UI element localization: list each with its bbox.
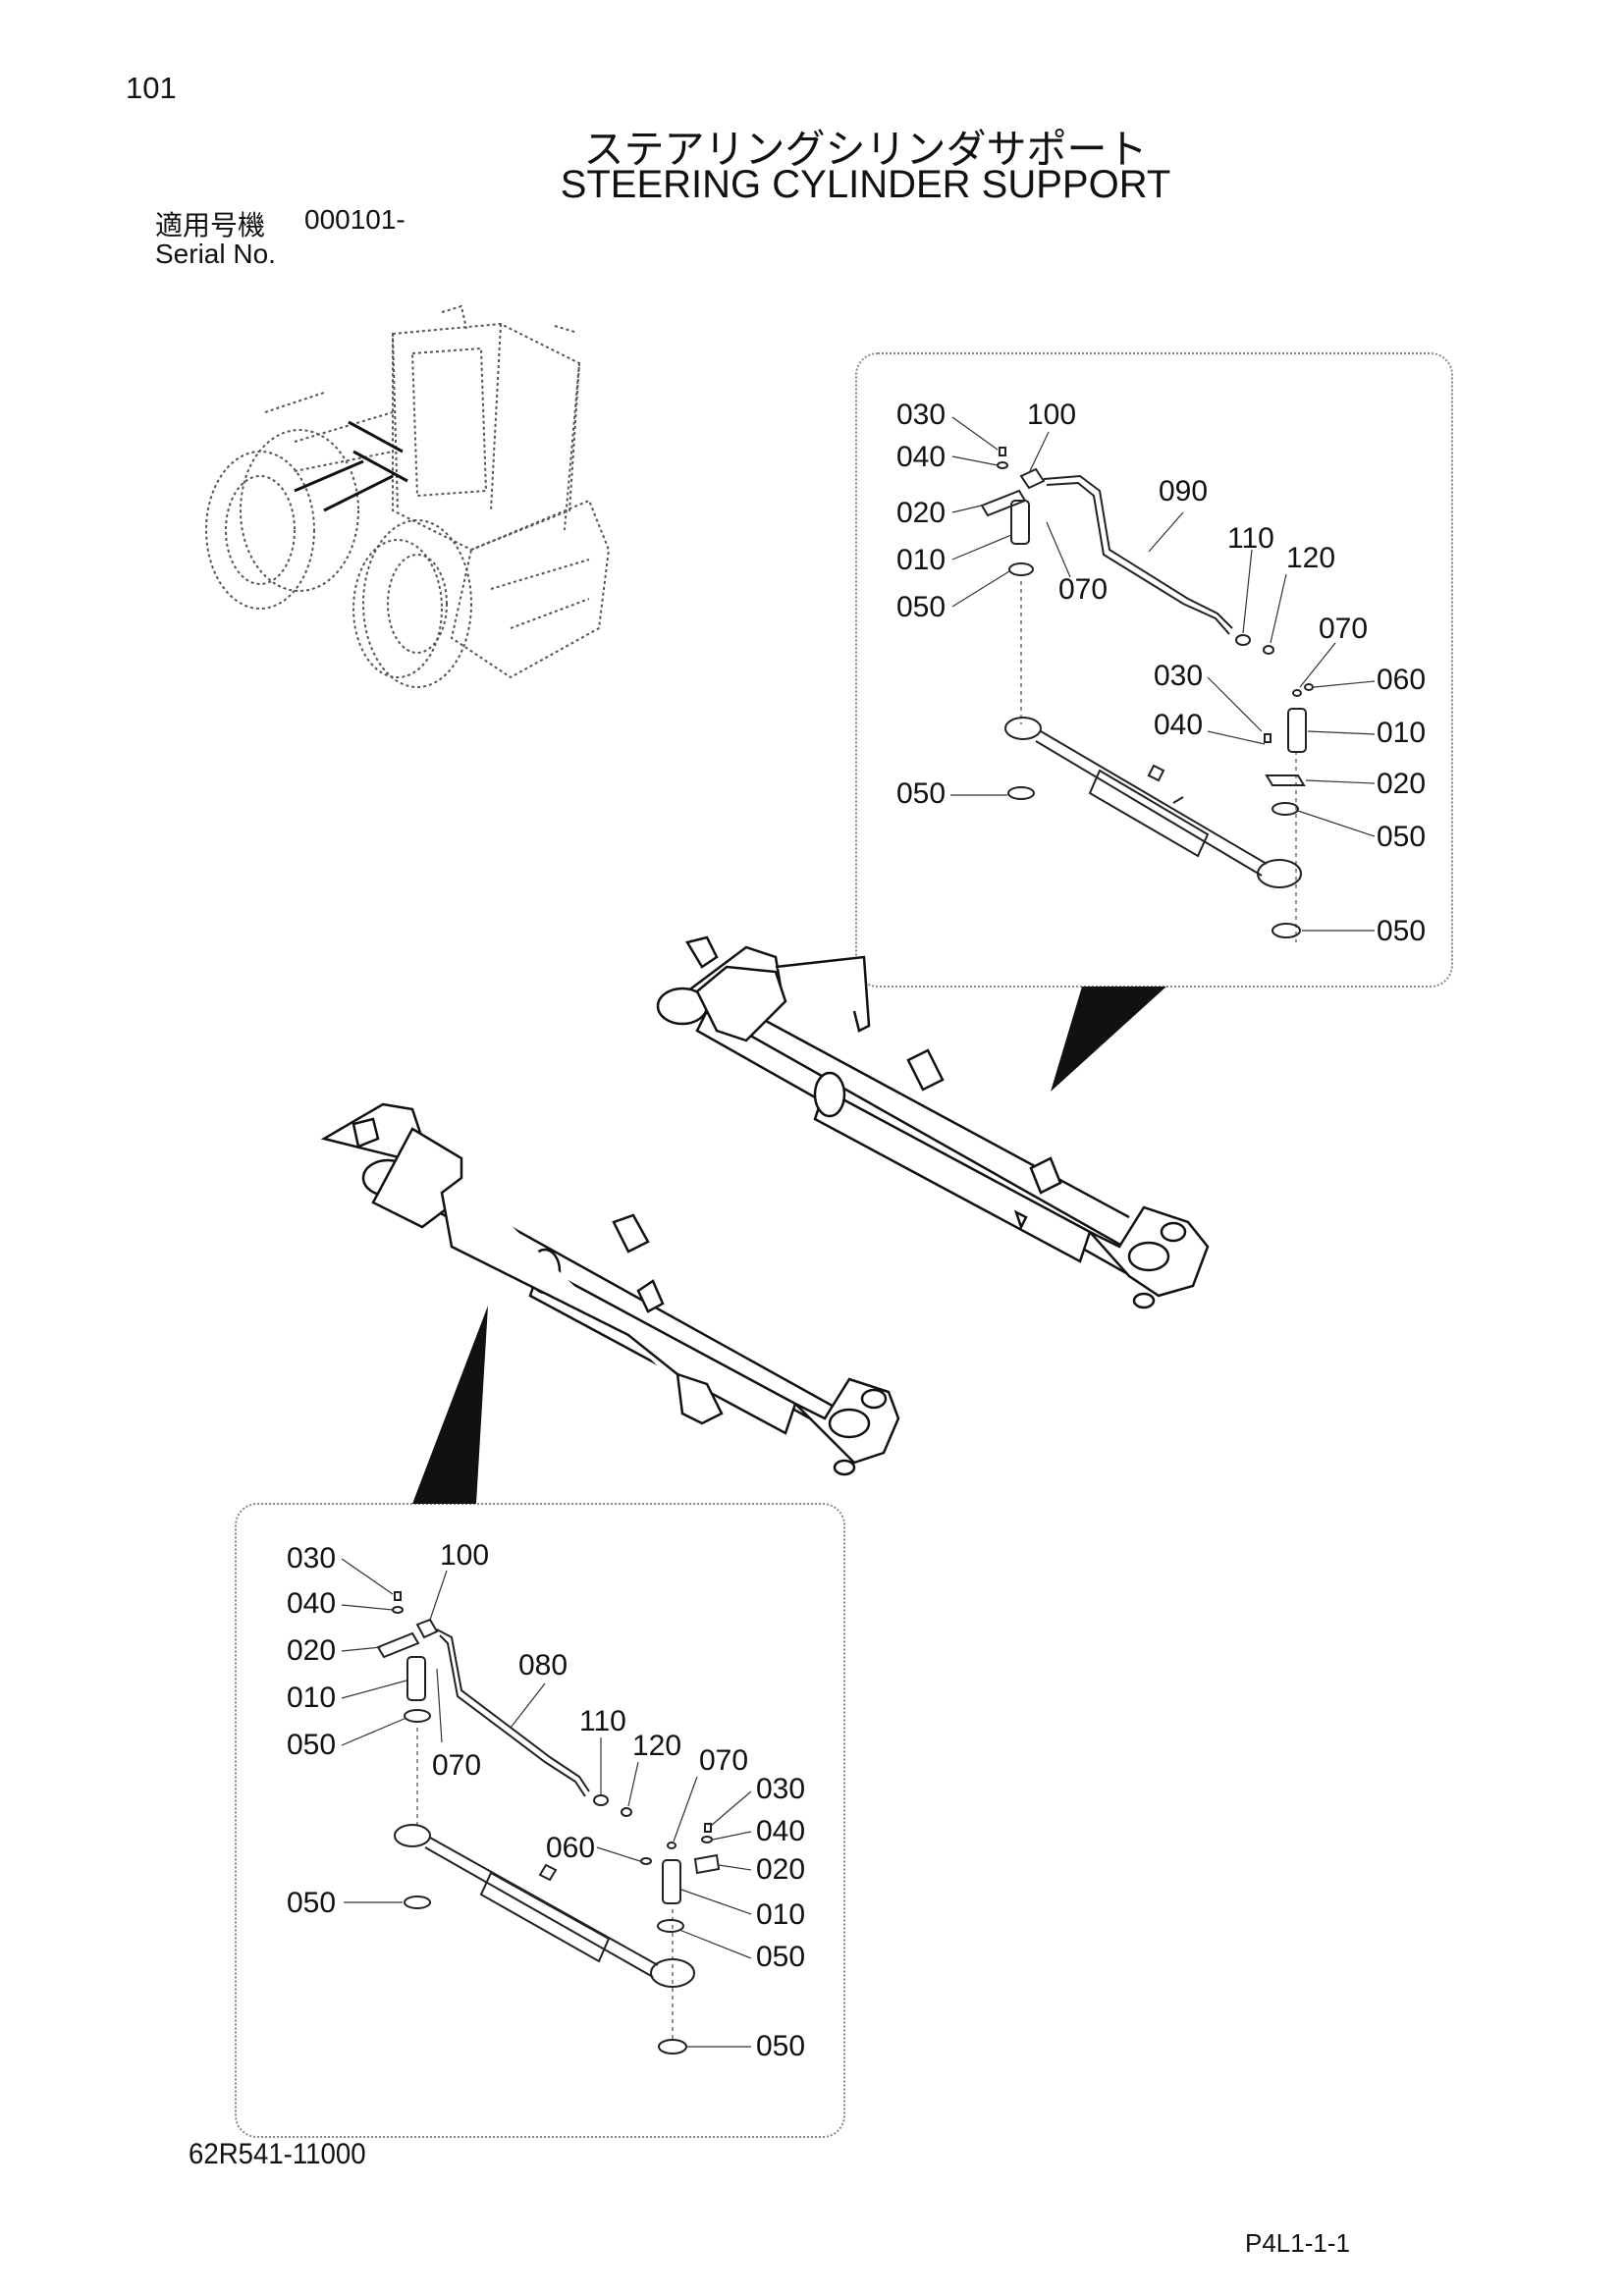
callout-050: 050 — [1377, 915, 1426, 947]
callout-020: 020 — [287, 1634, 336, 1667]
callout-120: 120 — [1286, 542, 1335, 574]
detail-box-top — [855, 352, 1453, 988]
callout-060: 060 — [1377, 664, 1426, 696]
overview-highlight-cylinders — [294, 420, 408, 512]
callout-110: 110 — [579, 1705, 626, 1737]
callout-050: 050 — [756, 1941, 805, 1973]
serial-number-value: 000101- — [304, 204, 406, 235]
callout-020: 020 — [896, 497, 946, 529]
part-number: 62R541-11000 — [189, 2138, 366, 2170]
callout-100: 100 — [1027, 399, 1076, 431]
serial-label-japanese: 適用号機 — [155, 209, 266, 241]
callout-120: 120 — [632, 1730, 681, 1762]
callout-020: 020 — [756, 1853, 805, 1886]
detail-bottom-drawing — [376, 1591, 721, 2055]
callout-040: 040 — [756, 1815, 805, 1847]
callout-050: 050 — [287, 1887, 336, 1919]
callout-030: 030 — [287, 1542, 336, 1575]
serial-label-english: Serial No. — [155, 239, 276, 269]
callout-070: 070 — [1319, 613, 1368, 645]
callout-100: 100 — [440, 1539, 489, 1572]
detail-top-drawing — [980, 447, 1314, 942]
callout-110: 110 — [1227, 522, 1274, 555]
callouts-bottom: 030 040 020 010 050 100 080 070 110 120 … — [287, 1539, 805, 2062]
callout-040: 040 — [1154, 709, 1203, 741]
callout-050: 050 — [756, 2030, 805, 2062]
callout-010: 010 — [1377, 717, 1426, 749]
callout-040: 040 — [287, 1587, 336, 1620]
callouts-top: 030 040 020 010 050 100 090 070 110 120 … — [896, 399, 1426, 947]
page-code: P4L1-1-1 — [1245, 2228, 1350, 2258]
pointer-wedge-top — [1051, 987, 1166, 1092]
pointer-wedge-bottom — [412, 1306, 488, 1504]
callout-010: 010 — [756, 1898, 805, 1931]
callout-070: 070 — [1058, 573, 1108, 606]
steering-cylinder-assembly-upper — [656, 935, 1210, 1309]
callout-050: 050 — [896, 777, 946, 810]
steering-cylinder-assembly-lower — [320, 1102, 900, 1476]
wheel-loader-overview — [205, 304, 611, 688]
detail-box-bottom — [235, 1503, 845, 2138]
callout-070: 070 — [699, 1744, 748, 1777]
callout-030: 030 — [896, 399, 946, 431]
leader-lines-bottom — [341, 1558, 752, 2048]
callout-010: 010 — [896, 544, 946, 576]
callout-050: 050 — [896, 591, 946, 623]
leader-lines-top — [950, 416, 1376, 932]
callout-090: 090 — [1159, 475, 1208, 507]
page-title-japanese: ステアリングシリンダサポート — [583, 126, 1148, 173]
callout-070: 070 — [432, 1749, 481, 1782]
callout-060: 060 — [546, 1832, 595, 1864]
callout-030: 030 — [756, 1773, 805, 1805]
callout-080: 080 — [518, 1649, 568, 1682]
callout-010: 010 — [287, 1682, 336, 1714]
page-number: 101 — [126, 71, 177, 105]
callout-020: 020 — [1377, 768, 1426, 800]
page-title-english: STEERING CYLINDER SUPPORT — [560, 163, 1171, 206]
callout-040: 040 — [896, 441, 946, 473]
callout-050: 050 — [287, 1729, 336, 1761]
callout-050: 050 — [1377, 821, 1426, 853]
callout-030: 030 — [1154, 660, 1203, 692]
